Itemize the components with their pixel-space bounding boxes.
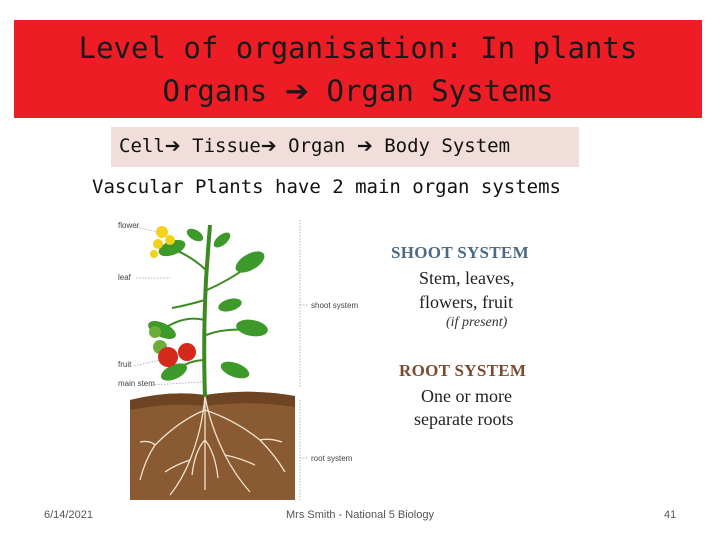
slide-title-line-1: Level of organisation: In plants xyxy=(78,31,638,65)
leaves xyxy=(148,228,268,381)
slide-number: 41 xyxy=(664,509,677,521)
title-banner: Level of organisation: In plants Organs … xyxy=(14,20,702,118)
label-root-system: root system xyxy=(311,454,353,463)
plant-diagram: flower leaf fruit main stem shoot system… xyxy=(110,210,370,505)
main-stem xyxy=(202,224,212,398)
title-organ-systems: Organ Systems xyxy=(326,74,554,108)
fruits xyxy=(149,326,196,367)
label-flower: flower xyxy=(118,221,140,230)
shoot-system-note: (if present) xyxy=(446,315,508,330)
label-fruit: fruit xyxy=(118,360,132,369)
level-organ: Organ xyxy=(288,135,346,157)
subtitle: Vascular Plants have 2 main organ system… xyxy=(92,176,561,198)
level-body-system: Body System xyxy=(384,135,511,157)
title-organs: Organs xyxy=(162,74,268,108)
footer-date: 6/14/2021 xyxy=(44,509,93,521)
level-tissue: Tissue xyxy=(192,135,261,157)
label-main-stem: main stem xyxy=(118,379,155,388)
arrow-right-icon: ➔ xyxy=(164,135,181,157)
root-system-line-2: separate roots xyxy=(414,409,514,429)
shoot-system-line-2: flowers, fruit xyxy=(419,292,513,312)
slide-title-line-2: Organs ➔ Organ Systems xyxy=(14,74,702,108)
root-system-line-1: One or more xyxy=(421,386,512,406)
label-leaf: leaf xyxy=(118,273,131,282)
levels-hierarchy-box: Cell➔ Tissue➔ Organ ➔ Body System xyxy=(111,127,579,167)
root-system-heading: ROOT SYSTEM xyxy=(399,361,527,380)
label-shoot-system: shoot system xyxy=(311,301,359,310)
plant-illustration xyxy=(130,220,308,500)
arrow-right-icon: ➔ xyxy=(284,74,310,108)
footer-author: Mrs Smith - National 5 Biology xyxy=(286,509,434,521)
arrow-right-icon: ➔ xyxy=(356,135,373,157)
roots xyxy=(139,395,286,496)
flowers xyxy=(150,226,175,258)
level-cell: Cell xyxy=(119,135,165,157)
levels-hierarchy-text: Cell➔ Tissue➔ Organ ➔ Body System xyxy=(119,135,510,157)
soil xyxy=(130,391,295,500)
shoot-system-heading: SHOOT SYSTEM xyxy=(391,243,529,262)
shoot-system-line-1: Stem, leaves, xyxy=(419,268,515,288)
arrow-right-icon: ➔ xyxy=(260,135,277,157)
